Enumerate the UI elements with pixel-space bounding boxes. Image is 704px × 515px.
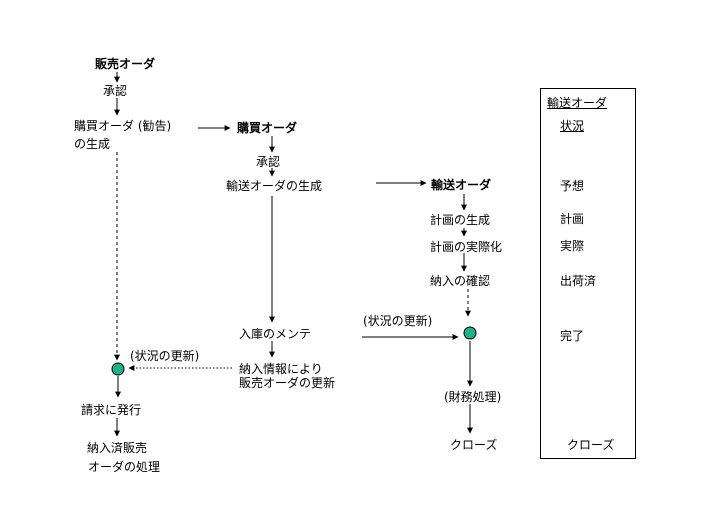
- status-panel: [540, 88, 636, 459]
- status-update-node-1: [111, 362, 125, 376]
- purchase-order-label: 購買オーダ: [237, 121, 298, 135]
- update-line2: 販売オーダの更新: [239, 376, 336, 390]
- status-panel-subtitle: 状況: [560, 119, 585, 133]
- col1-approve-label: 承認: [103, 84, 128, 98]
- status-update-node-2: [463, 326, 477, 340]
- invoice-label: 請求に発行: [81, 403, 142, 417]
- status-item-shipped: 出荷済: [560, 274, 597, 288]
- create-plan-label: 計画の生成: [430, 213, 491, 227]
- status-panel-title: 輸送オーダ: [547, 96, 608, 110]
- financial-label: (財務処理): [444, 390, 502, 404]
- confirm-delivery-label: 納入の確認: [430, 274, 491, 288]
- delivered-line2: オーダの処理: [88, 460, 161, 474]
- col3-status-update-label: (状況の更新): [363, 314, 433, 328]
- col2-approve-label: 承認: [256, 155, 281, 169]
- status-item-forecast: 予想: [560, 179, 585, 193]
- transport-order-label: 輸送オーダ: [431, 178, 492, 192]
- receipt-maintenance-label: 入庫のメンテ: [239, 327, 312, 341]
- status-item-planned: 計画: [560, 212, 585, 226]
- create-transport-label: 輸送オーダの生成: [226, 179, 323, 193]
- delivered-line1: 納入済販売: [87, 441, 148, 455]
- status-item-complete: 完了: [560, 329, 585, 343]
- col3-close-label: クローズ: [450, 438, 498, 452]
- status-item-actual: 実際: [560, 239, 585, 253]
- status-item-closed: クローズ: [567, 438, 615, 452]
- realize-plan-label: 計画の実際化: [430, 240, 503, 254]
- col1-status-update-label: (状況の更新): [130, 349, 200, 363]
- sales-order-label: 販売オーダ: [95, 57, 156, 71]
- purchase-req-line1: 購買オーダ (勧告): [74, 119, 172, 133]
- update-line1: 納入情報により: [239, 362, 323, 376]
- purchase-req-line2: の生成: [74, 137, 111, 151]
